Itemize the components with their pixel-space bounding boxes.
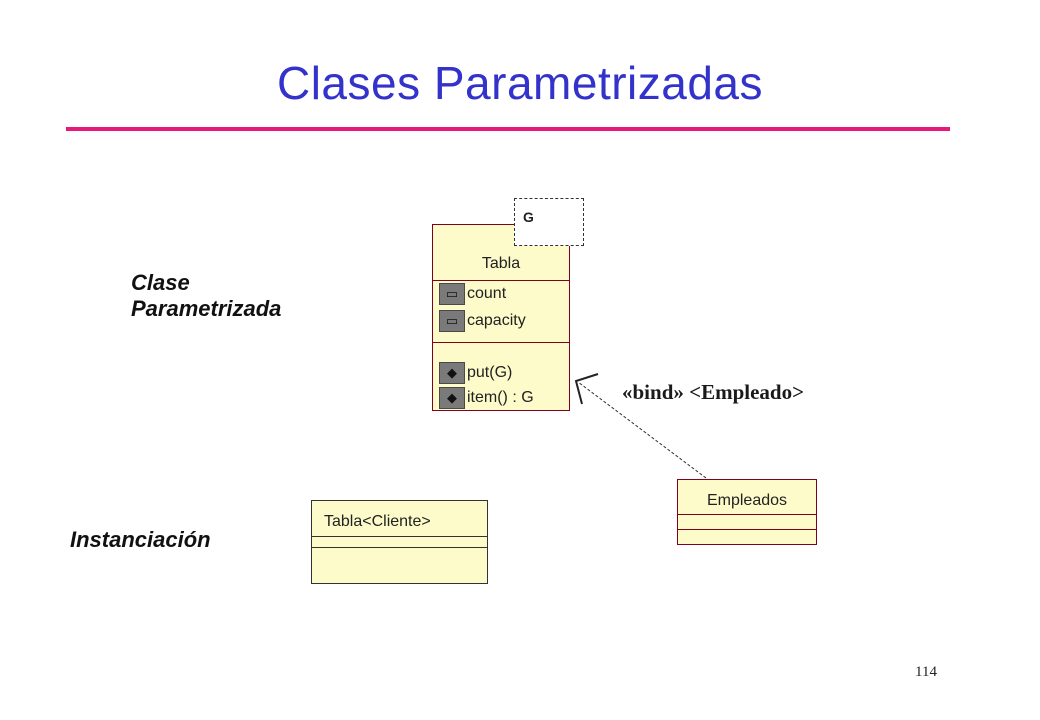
operation-icon: ◆ [439,362,465,384]
attributes-divider [433,280,569,281]
template-parameter-box[interactable]: G [514,198,584,246]
title-underline [66,127,950,131]
instance-class-name: Tabla<Cliente> [324,513,431,530]
parametrized-label-line2: Parametrizada [131,296,282,321]
parametrized-class-label: Clase Parametrizada [131,270,281,322]
instantiation-label: Instanciación [70,527,211,552]
attribute-icon: ▭ [439,310,465,332]
operations-divider [433,342,569,343]
operation-label: item() : G [467,389,534,406]
attribute-count: ▭ count [439,283,506,305]
dependency-arrowhead [574,373,599,405]
instance-class-box[interactable]: Tabla<Cliente> [311,500,488,584]
attribute-capacity: ▭ capacity [439,310,526,332]
template-parameter-label: G [523,209,534,225]
parametrized-label-line1: Clase [131,270,190,295]
bound-class-box[interactable]: Empleados [677,479,817,545]
bound-class-divider [678,529,816,530]
page-number: 114 [915,664,937,680]
attribute-icon: ▭ [439,283,465,305]
instance-class-divider [312,547,487,548]
template-class-name: Tabla [481,255,521,272]
operation-icon: ◆ [439,387,465,409]
bound-class-divider [678,514,816,515]
operation-put: ◆ put(G) [439,362,512,384]
instance-class-divider [312,536,487,537]
bound-class-name: Empleados [706,492,788,509]
operation-item: ◆ item() : G [439,387,534,409]
slide-title: Clases Parametrizadas [276,57,764,109]
template-class-box[interactable]: Tabla ▭ count ▭ capacity ◆ put(G) ◆ item… [432,224,570,411]
operation-label: put(G) [467,364,513,381]
attribute-label: capacity [467,312,526,329]
bind-stereotype-label: «bind» <Empleado> [622,380,805,404]
dependency-line [577,381,707,479]
attribute-label: count [467,285,507,302]
